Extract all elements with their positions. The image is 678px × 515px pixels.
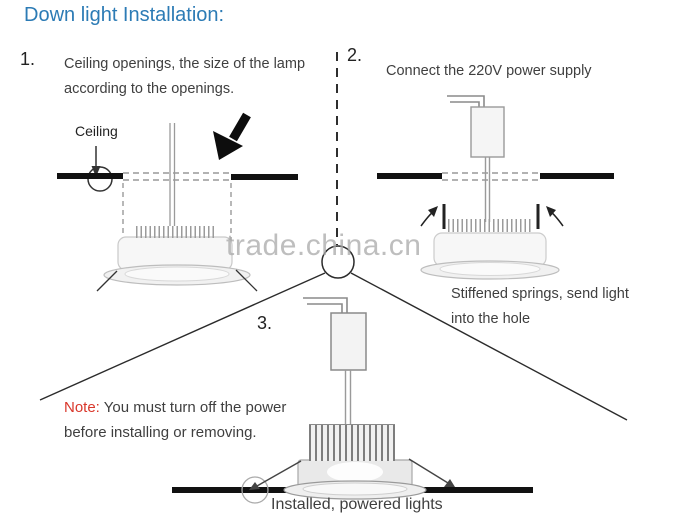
heatsink-fins (136, 226, 216, 238)
driver-box (330, 312, 367, 371)
step2-number: 2. (347, 45, 363, 65)
spring-clip-right (408, 458, 449, 484)
connector-circle (321, 245, 355, 279)
note-line1: Note: You must turn off the power (64, 399, 286, 416)
spring-clip-left-arrowhead-icon (249, 482, 260, 490)
watermark: trade.china.cn (226, 229, 422, 262)
lamp2-lens (439, 262, 541, 276)
note-label: Note: (64, 399, 100, 416)
step3-illustration (172, 297, 533, 504)
spring-clip-right-arrowhead-icon (444, 479, 455, 487)
step2-caption-line1: Stiffened springs, send light (451, 286, 629, 302)
connector-line-right (350, 272, 628, 421)
heatsink-fins (309, 424, 395, 461)
driver-box (470, 106, 505, 158)
ceiling-highlight-circle (241, 476, 269, 504)
step1-instruction-line2: according to the openings. (64, 81, 235, 97)
big-down-arrow-icon (213, 131, 243, 160)
step2-illustration (377, 95, 614, 280)
big-down-arrow-icon (229, 112, 251, 142)
spring-arrow-left-icon (428, 206, 438, 217)
light-ray-left (96, 270, 118, 292)
power-wire (307, 303, 343, 313)
lamp3-glow (327, 462, 383, 482)
step2-instruction: Connect the 220V power supply (386, 63, 592, 79)
power-wire (447, 95, 485, 107)
step2-caption-line2: into the hole (451, 311, 531, 327)
step3-caption: Installed, powered lights (271, 496, 443, 513)
spring-arrow-right-icon (546, 206, 556, 217)
step1-illustration (57, 112, 298, 292)
ceiling-label: Ceiling (75, 123, 118, 139)
heatsink-fins (448, 219, 533, 232)
power-wire (303, 297, 348, 313)
lamp3-lens (302, 482, 408, 496)
step3-number: 3. (257, 313, 273, 333)
note-text: You must turn off the power (103, 399, 287, 416)
step1-number: 1. (20, 49, 36, 69)
step1-instruction-line1: Ceiling openings, the size of the lamp (64, 56, 306, 72)
spring-clip-left (256, 460, 302, 487)
connector-line-left (39, 272, 326, 401)
note-line2: before installing or removing. (64, 424, 257, 441)
lamp1-lens (124, 266, 230, 282)
light-ray-right (235, 269, 258, 292)
power-wire (450, 101, 480, 107)
step-connector (39, 52, 628, 421)
page-title: Down light Installation: (24, 4, 225, 26)
